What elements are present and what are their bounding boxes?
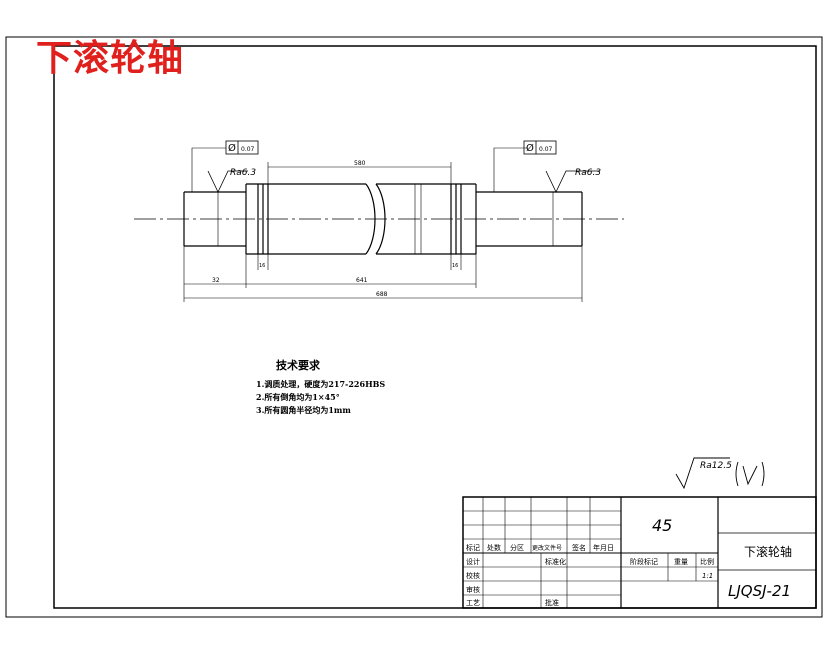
approve-label: 批准 <box>545 598 559 607</box>
dim-groove-left: 16 <box>259 263 265 269</box>
outer-border <box>5 36 823 618</box>
tech-item-3: 3.所有圆角半径均为1mm <box>256 405 351 415</box>
drawing-title: 下滚轮轴 <box>36 37 185 79</box>
general-roughness-symbol <box>675 457 765 490</box>
scale-label: 比例 <box>700 557 714 566</box>
row-label-process: 工艺 <box>466 599 480 607</box>
dim-groove-right: 16 <box>452 263 458 269</box>
col-label-change: 更改文件号 <box>532 544 562 552</box>
part-name: 下滚轮轴 <box>744 544 792 559</box>
tech-item-2: 2.所有倒角均为1×45° <box>256 392 340 402</box>
inner-frame <box>53 45 817 609</box>
col-label-sign: 签名 <box>572 543 586 552</box>
std-label: 标准化 <box>545 557 566 566</box>
shaft <box>183 183 583 255</box>
scale-value: 1:1 <box>702 572 713 580</box>
dimension-lines <box>183 147 583 302</box>
roughness-right: Ra6.3 <box>575 168 601 178</box>
roughness-left: Ra6.3 <box>230 168 256 178</box>
dim-body: 641 <box>356 277 368 284</box>
stage-label: 阶段标记 <box>630 557 658 566</box>
dim-center: 580 <box>354 160 366 167</box>
tolerance-frame-right <box>523 140 557 155</box>
weight-label: 重量 <box>674 558 688 566</box>
tech-requirements: 技术要求 1.调质处理，硬度为217-226HBS 2.所有倒角均为1×45° … <box>256 357 385 417</box>
col-label-date: 年月日 <box>593 543 614 552</box>
tolerance-value-right: 0.07 <box>539 146 553 153</box>
row-label-review: 审核 <box>466 585 480 594</box>
dim-overall: 688 <box>376 291 388 298</box>
drawing-number: LJQSJ-21 <box>728 582 791 600</box>
tech-item-1: 1.调质处理，硬度为217-226HBS <box>256 379 386 389</box>
col-label-zone: 分区 <box>510 543 524 552</box>
tech-heading: 技术要求 <box>276 359 320 372</box>
general-roughness: Ra12.5 <box>700 461 732 471</box>
roughness-marks <box>207 170 600 193</box>
tolerance-value-left: 0.07 <box>241 146 255 153</box>
row-label-check: 校核 <box>466 571 480 580</box>
col-label-mark: 标记 <box>466 543 480 552</box>
row-label-design: 设计 <box>466 557 480 566</box>
tolerance-frame-left <box>225 140 259 155</box>
tolerance-symbol-left: Ø <box>228 142 236 154</box>
dim-left-step: 32 <box>212 277 220 284</box>
material-value: 45 <box>652 516 672 535</box>
col-label-count: 处数 <box>487 543 501 552</box>
tolerance-symbol-right: Ø <box>526 142 534 154</box>
title-block-grid <box>462 496 817 609</box>
